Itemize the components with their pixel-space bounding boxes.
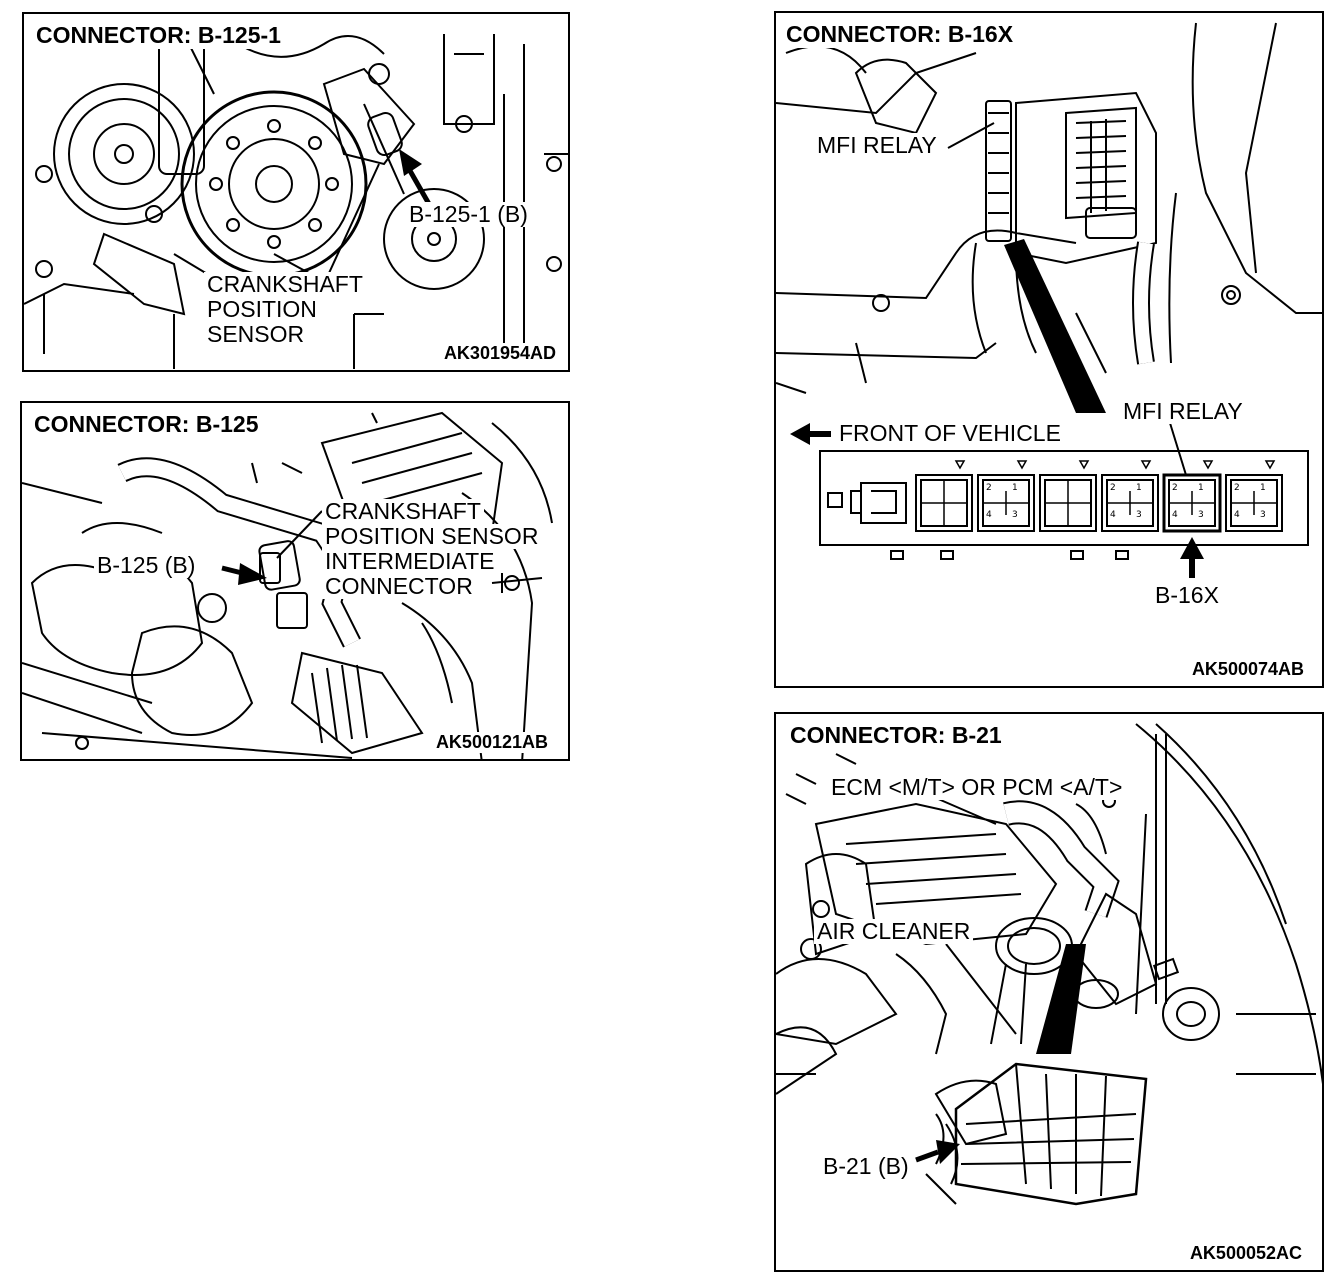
panel-connector-b125-1: CONNECTOR: B-125-1 B-125-1 (B) CRANKSHAF…: [22, 12, 570, 372]
figure-code: AK301954AD: [441, 343, 558, 364]
sensor-label-line-3: SENSOR: [204, 322, 308, 347]
pin-number: 1: [1198, 483, 1204, 493]
sensor-label-line-2: POSITION: [204, 297, 320, 322]
panel-connector-b21: CONNECTOR: B-21 ECM <M/T> OR PCM <A/T> A…: [774, 712, 1324, 1272]
panel-connector-b125: CONNECTOR: B-125 B-125 (B) CRANKSHAFT PO…: [20, 401, 570, 761]
sensor-label-line-4: CONNECTOR: [322, 574, 476, 599]
panel-connector-b16x: CONNECTOR: B-16X MFI RELAY MFI RELAY FRO…: [774, 11, 1324, 688]
pin-number: 2: [1172, 483, 1178, 493]
ecm-label: ECM <M/T> OR PCM <A/T>: [828, 775, 1126, 800]
panel-heading: CONNECTOR: B-21: [786, 722, 1006, 749]
pin-number: 4: [1234, 510, 1240, 520]
pin-number: 3: [1260, 510, 1266, 520]
pin-number: 4: [986, 510, 992, 520]
sensor-label-line-1: CRANKSHAFT: [204, 272, 366, 297]
connector-callout-label: B-21 (B): [820, 1154, 912, 1179]
figure-code: AK500074AB: [1189, 659, 1306, 680]
intermediate-connector-illustration: [22, 411, 553, 759]
sensor-label-line-1: CRANKSHAFT: [322, 499, 484, 524]
ecm-illustration: [776, 723, 1322, 1206]
panel-heading: CONNECTOR: B-125-1: [32, 22, 285, 49]
figure-code: AK500052AC: [1187, 1243, 1304, 1264]
pin-number: 1: [1260, 483, 1266, 493]
sensor-label-line-2: POSITION SENSOR: [322, 524, 542, 549]
pin-number: 4: [1172, 510, 1178, 520]
connector-callout-label: B-16X: [1152, 583, 1222, 608]
pin-number: 3: [1198, 510, 1204, 520]
pin-number: 3: [1012, 510, 1018, 520]
pin-number: 4: [1110, 510, 1116, 520]
panel-heading: CONNECTOR: B-16X: [782, 21, 1018, 48]
mfi-relay-label-detail: MFI RELAY: [1120, 399, 1246, 424]
pin-number: 2: [1234, 483, 1240, 493]
sensor-label-line-3: INTERMEDIATE: [322, 549, 498, 574]
mfi-relay-label-top: MFI RELAY: [814, 133, 940, 158]
panel-heading: CONNECTOR: B-125: [30, 411, 263, 438]
connector-callout-label: B-125 (B): [94, 553, 199, 578]
connector-callout-label: B-125-1 (B): [406, 202, 531, 227]
air-cleaner-label: AIR CLEANER: [814, 919, 974, 944]
front-of-vehicle-label: FRONT OF VEHICLE: [836, 421, 1064, 446]
pin-number: 2: [986, 483, 992, 493]
pin-number: 1: [1136, 483, 1142, 493]
pin-number: 3: [1136, 510, 1142, 520]
pin-number: 2: [1110, 483, 1116, 493]
relay-box-illustration: [776, 22, 1322, 578]
figure-code: AK500121AB: [433, 732, 550, 753]
pin-number: 1: [1012, 483, 1018, 493]
crankshaft-sensor-illustration: [24, 33, 568, 369]
